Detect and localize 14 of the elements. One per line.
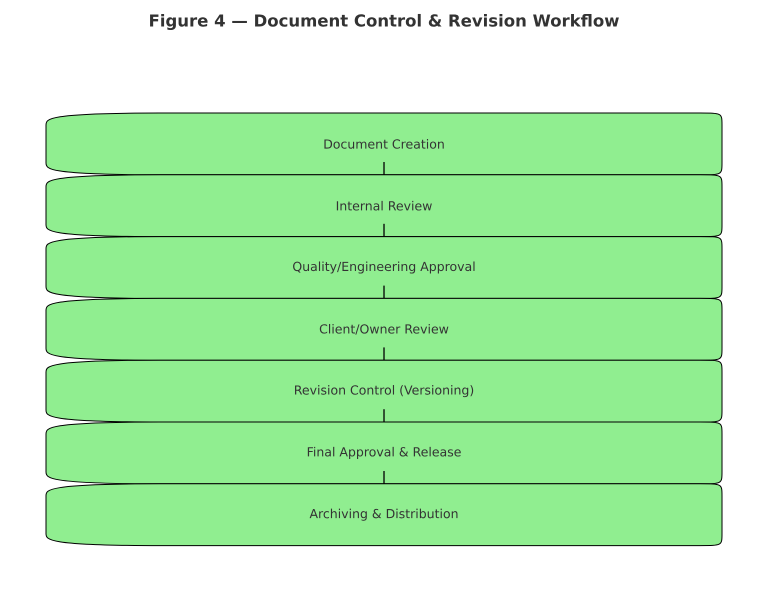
connector-line	[383, 347, 385, 360]
connector-line	[383, 409, 385, 422]
process-box: Archiving & Distribution	[46, 483, 722, 546]
process-box: Revision Control (Versioning)	[46, 360, 722, 422]
process-box: Document Creation	[46, 112, 722, 176]
connector-line	[383, 162, 385, 175]
process-box: Client/Owner Review	[46, 298, 722, 361]
connector-line	[383, 224, 385, 236]
title: Figure 4 — Document Control & Revision Workflow	[150, 14, 619, 30]
process-box: Internal Review	[46, 174, 722, 238]
process-box: Final Approval & Release	[46, 422, 722, 484]
connector-line	[383, 286, 385, 298]
connector-line	[383, 471, 385, 484]
process-box: Quality/Engineering Approval	[46, 236, 722, 299]
